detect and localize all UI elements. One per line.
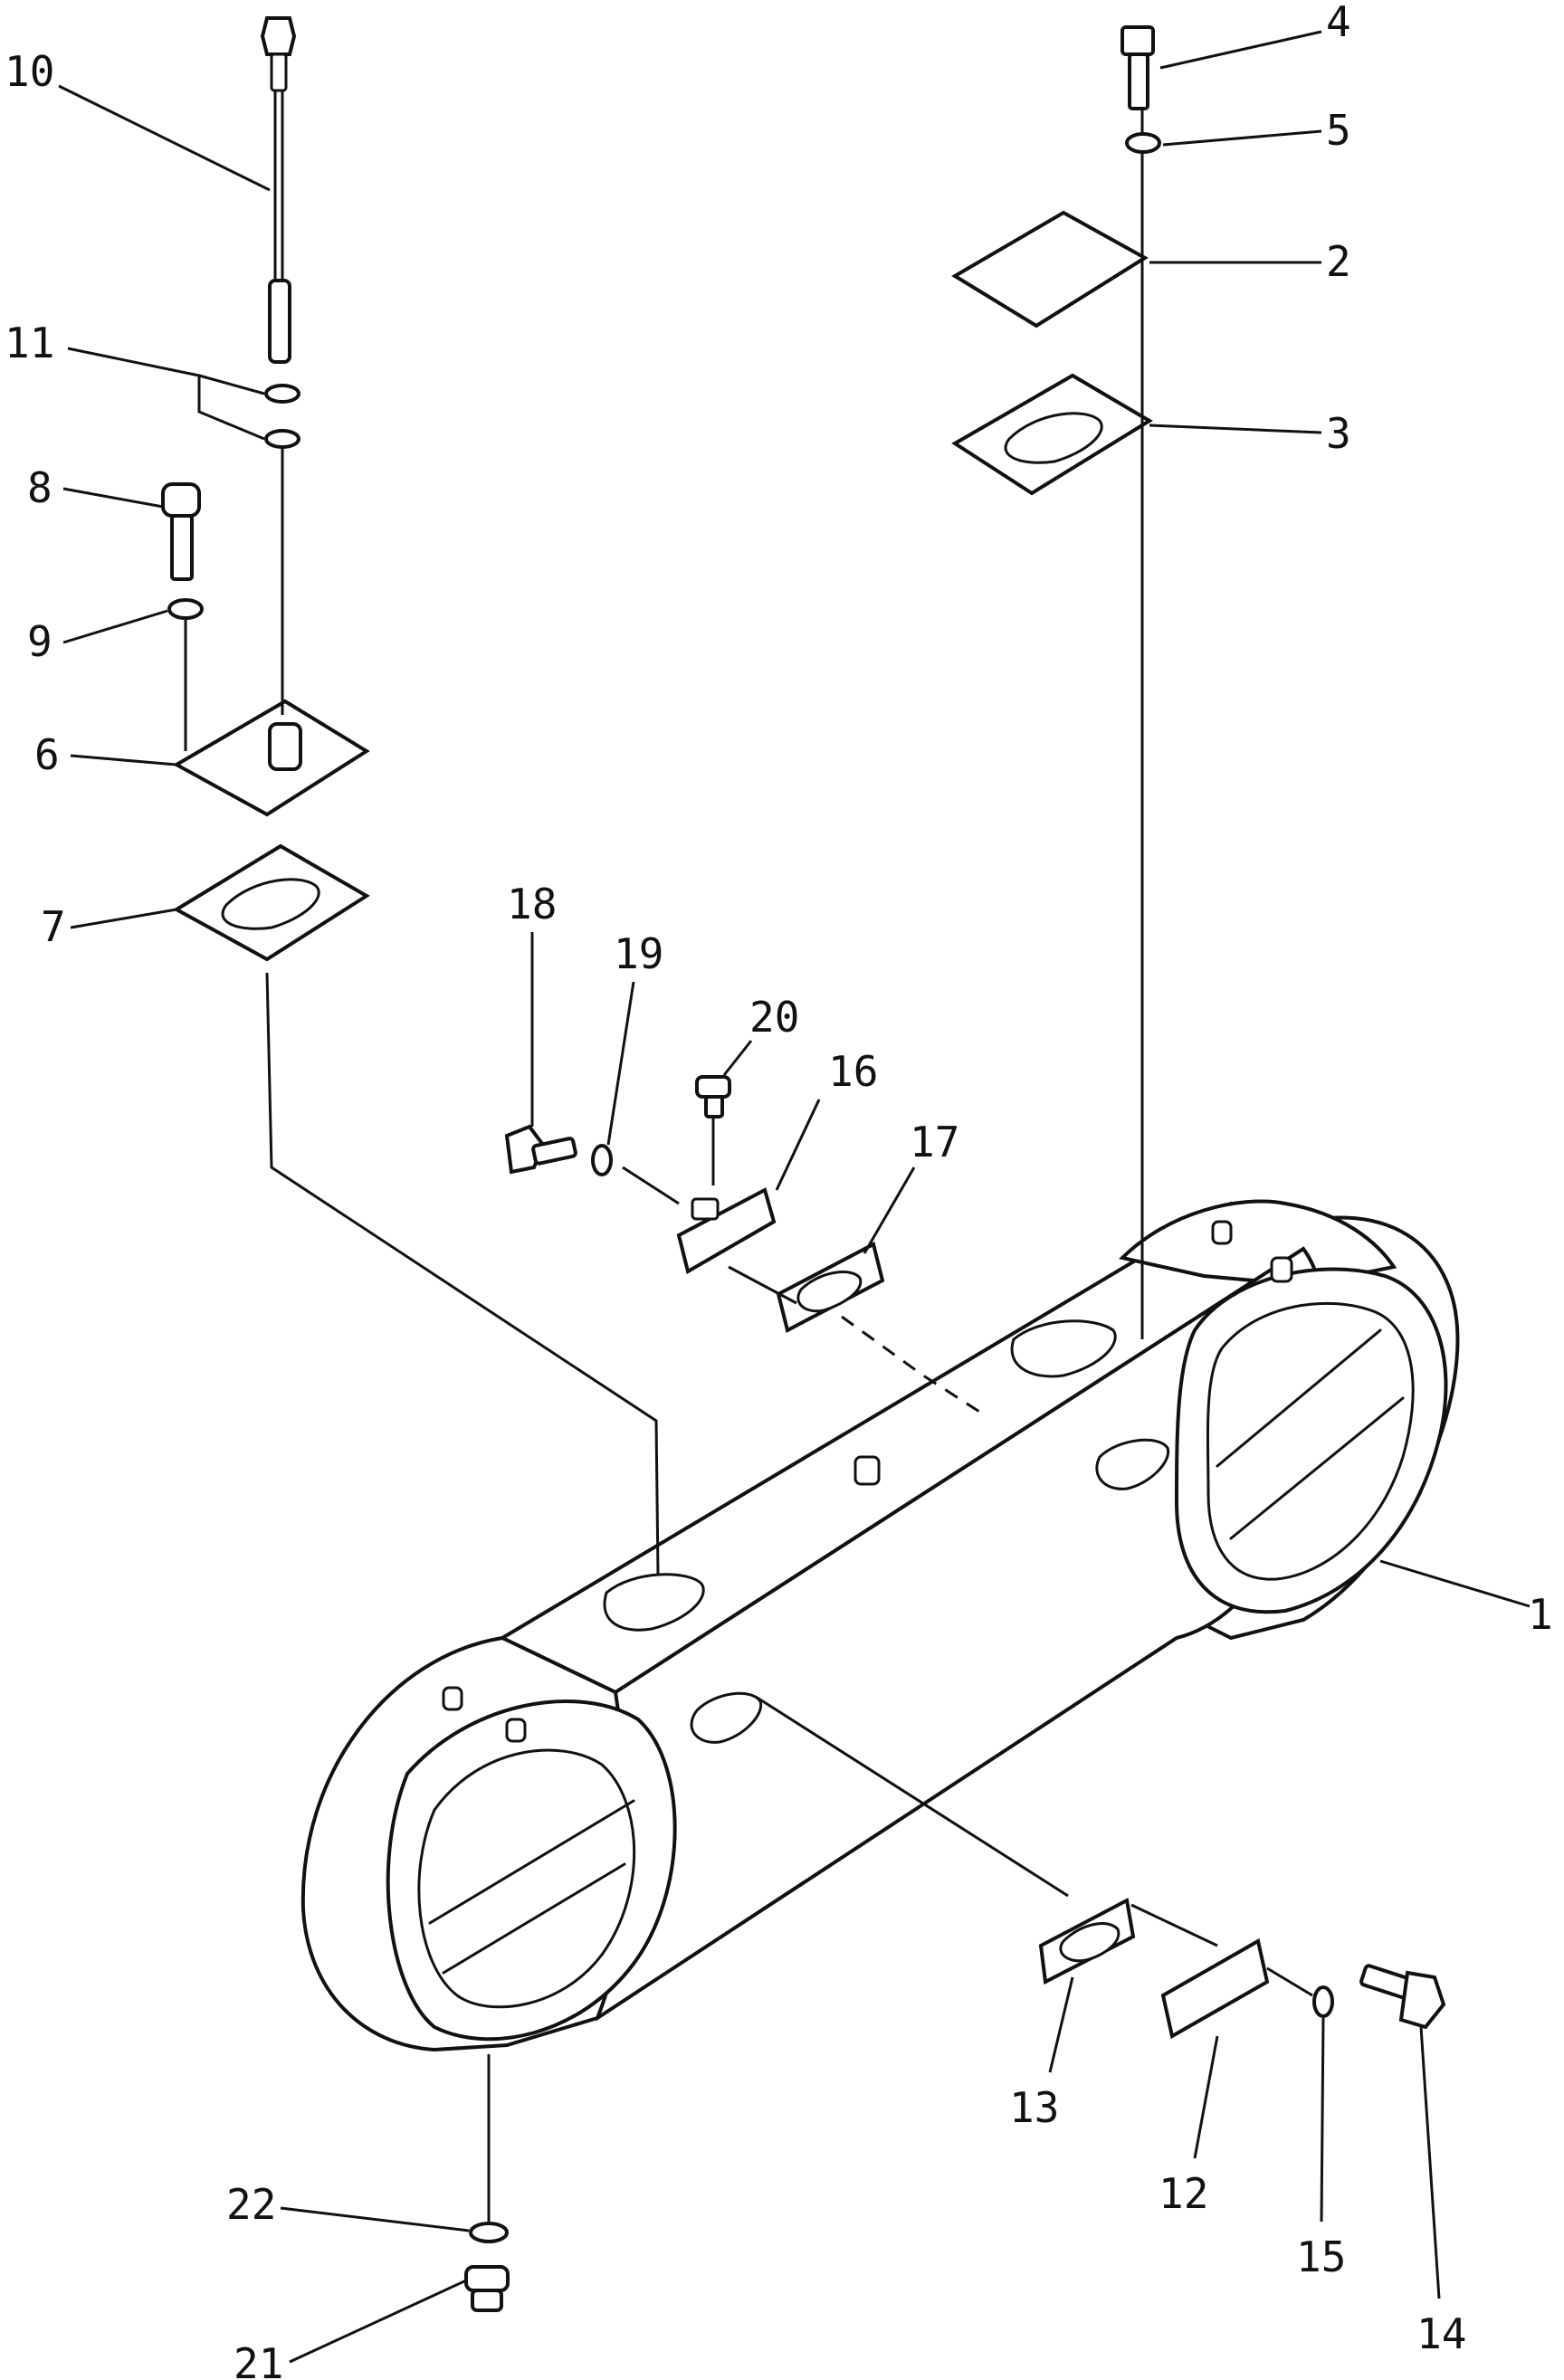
drain-plug-21: [464, 2265, 510, 2312]
callout-7: 7: [41, 902, 66, 951]
callout-3: 3: [1326, 409, 1351, 458]
callout-16: 16: [828, 1047, 878, 1096]
callout-2: 2: [1326, 237, 1351, 286]
callout-11: 11: [5, 319, 54, 367]
bolt-8: [161, 482, 201, 581]
bolt-18: [504, 1124, 577, 1175]
housing-case: [300, 1199, 1460, 2052]
callout-14: 14: [1416, 2309, 1466, 2358]
callout-4: 4: [1326, 0, 1351, 46]
cover-plate-6: [172, 699, 370, 817]
gasket-7: [173, 843, 370, 962]
callout-leaders: [58, 30, 1531, 2364]
callout-21: 21: [234, 2339, 283, 2380]
bolt-14: [1359, 1964, 1446, 2030]
o-ring-11-a: [264, 384, 300, 404]
gasket-17: [776, 1242, 885, 1333]
o-ring-22: [469, 2222, 509, 2243]
callout-1: 1: [1528, 1590, 1553, 1639]
cover-plate-2: [951, 210, 1149, 328]
callout-22: 22: [226, 2180, 276, 2229]
dipstick-10: [260, 16, 297, 364]
washer-9: [167, 598, 204, 620]
washer-15: [1312, 1985, 1334, 2018]
gasket-13: [1038, 1897, 1136, 1985]
callout-8: 8: [27, 463, 52, 512]
callout-6: 6: [34, 730, 60, 779]
washer-19: [591, 1144, 613, 1176]
callout-9: 9: [27, 617, 52, 666]
cover-plate-16: [676, 1187, 777, 1275]
washer-5: [1125, 132, 1161, 154]
callout-19: 19: [614, 929, 663, 978]
callout-13: 13: [1009, 2083, 1059, 2132]
plug-20: [695, 1075, 731, 1119]
callout-labels: 1 2 3 4 5 6 7 8 9 10 11 12 13 14 15 16 1…: [5, 0, 1553, 2380]
callout-12: 12: [1159, 2169, 1208, 2218]
callout-18: 18: [507, 880, 557, 928]
callout-20: 20: [749, 993, 799, 1042]
callout-5: 5: [1326, 106, 1351, 155]
callout-15: 15: [1296, 2232, 1346, 2281]
bolt-4: [1121, 25, 1155, 110]
cover-plate-12: [1160, 1937, 1270, 2040]
callout-17: 17: [910, 1118, 959, 1166]
o-ring-11-b: [264, 429, 300, 449]
gasket-3: [951, 373, 1153, 496]
callout-10: 10: [5, 47, 54, 96]
